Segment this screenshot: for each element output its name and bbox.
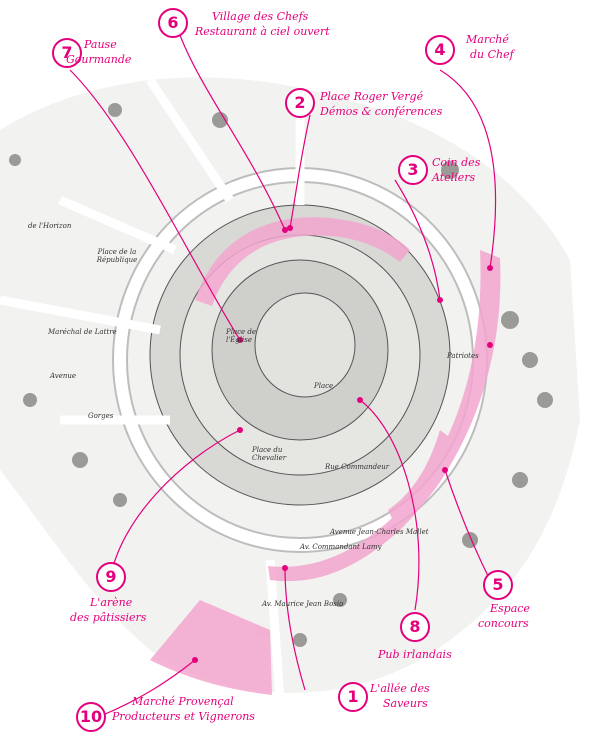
poi-title: Place Roger Vergé bbox=[320, 90, 424, 103]
poi-number[interactable]: 3 bbox=[398, 155, 428, 185]
poi-number[interactable]: 7 bbox=[52, 38, 82, 68]
trees bbox=[9, 103, 553, 647]
leader-10 bbox=[97, 659, 196, 718]
leader-5 bbox=[444, 469, 491, 581]
zone-espace-concours bbox=[388, 430, 460, 525]
poi-subtitle: Saveurs bbox=[383, 697, 428, 710]
street-patriotes: Patriotes bbox=[447, 352, 479, 360]
leader-7 bbox=[69, 69, 241, 341]
leader-1 bbox=[284, 567, 306, 691]
street-horizon: de l'Horizon bbox=[28, 222, 72, 230]
leader-lines bbox=[69, 29, 497, 718]
poi-number[interactable]: 10 bbox=[76, 702, 106, 732]
poi-number[interactable]: 8 bbox=[400, 612, 430, 642]
poi-title: L'arène bbox=[90, 596, 133, 609]
poi-subtitle: Restaurant à ciel ouvert bbox=[195, 25, 330, 38]
leader-4 bbox=[439, 69, 497, 269]
street-rue-commandeur: Rue Commandeur bbox=[325, 463, 390, 471]
poi-subtitle: Ateliers bbox=[432, 171, 476, 184]
street-place-eglise: Place de l'Église bbox=[226, 328, 257, 344]
poi-number[interactable]: 5 bbox=[483, 570, 513, 600]
zone-village-des-chefs bbox=[195, 217, 410, 306]
street-av-commandant-lamy: Av. Commandant Lamy bbox=[300, 543, 382, 551]
poi-title: Village des Chefs bbox=[212, 10, 309, 23]
leader-8 bbox=[359, 399, 420, 611]
poi-subtitle: Démos & conférences bbox=[320, 105, 443, 118]
poi-title: Coin des bbox=[432, 156, 481, 169]
street-gorges: Gorges bbox=[88, 412, 114, 420]
street-av-maurice: Av. Maurice Jean Bosio bbox=[262, 600, 344, 608]
street-place-chevalier: Place du Chevalier bbox=[252, 446, 287, 462]
poi-title: Pause bbox=[84, 38, 117, 51]
poi-number[interactable]: 2 bbox=[285, 88, 315, 118]
street-avenue: Avenue bbox=[50, 372, 77, 380]
leader-9 bbox=[109, 429, 241, 581]
leader-3 bbox=[394, 179, 441, 301]
radial-roads bbox=[0, 77, 305, 701]
leader-2 bbox=[289, 114, 311, 229]
poi-title: Espace bbox=[490, 602, 530, 615]
poi-subtitle: du Chef bbox=[470, 48, 514, 61]
village-core bbox=[254, 292, 356, 398]
leader-6 bbox=[177, 29, 286, 231]
poi-number[interactable]: 6 bbox=[158, 8, 188, 38]
poi-number[interactable]: 4 bbox=[425, 35, 455, 65]
street-marechal: Maréchal de Lattre bbox=[48, 328, 117, 336]
leader-dots bbox=[192, 225, 493, 663]
poi-title: Pub irlandais bbox=[378, 648, 452, 661]
poi-number[interactable]: 1 bbox=[338, 682, 368, 712]
poi-subtitle: concours bbox=[478, 617, 529, 630]
poi-title: L'allée des bbox=[370, 682, 430, 695]
street-place-marie: Place bbox=[314, 382, 334, 390]
poi-subtitle: Producteurs et Vignerons bbox=[112, 710, 255, 723]
poi-title: Marché Provençal bbox=[132, 695, 234, 708]
poi-subtitle: Gourmande bbox=[66, 53, 132, 66]
poi-title: Marché bbox=[466, 33, 509, 46]
street-place-republique: Place de la République bbox=[96, 248, 138, 264]
street-avenue-jean-charles: Avenue Jean-Charles Mallet bbox=[330, 528, 429, 536]
poi-subtitle: des pâtissiers bbox=[70, 611, 147, 624]
poi-number[interactable]: 9 bbox=[96, 562, 126, 592]
